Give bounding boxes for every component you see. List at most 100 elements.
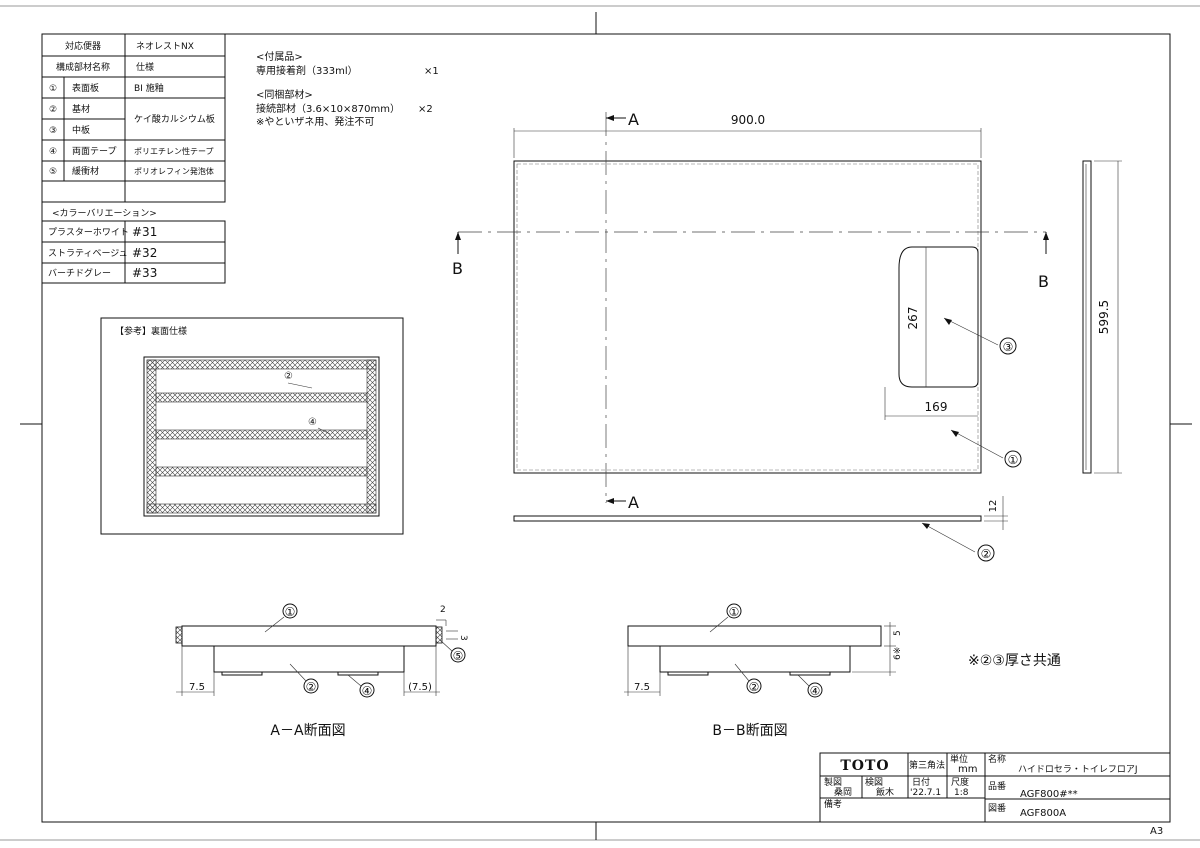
callout-aa-2: ② xyxy=(306,680,317,694)
common-thickness-note: ※②③厚さ共通 xyxy=(968,653,1061,669)
section-bb-title: B－B断面図 xyxy=(712,723,787,739)
projection-method: 第三角法 xyxy=(909,759,945,771)
tape-strip xyxy=(366,359,377,514)
dim-bb-6: 6※ xyxy=(893,647,903,660)
dim-aa-right: (7.5) xyxy=(408,682,432,693)
spec-row-spec: ポリエチレン性テープ xyxy=(134,146,214,156)
drawing-number: AGF800A xyxy=(1020,808,1066,819)
spec-row-num: ① xyxy=(49,84,57,94)
color-name: バーチドグレー xyxy=(48,267,111,279)
drawn-by: 桑岡 xyxy=(834,787,852,798)
notes-block: <付属品> 専用接着剤（333ml） ×1 <同梱部材> 接続部材（3.6×10… xyxy=(256,50,439,128)
spec-row-name: 基材 xyxy=(72,103,90,115)
callout-1-main: ① xyxy=(1008,453,1019,467)
callout-2-main: ② xyxy=(981,547,992,561)
section-b-right: B xyxy=(1038,272,1049,291)
color-variation-table: <カラーバリエーション> プラスターホワイト #31 ストラティベージュ #32… xyxy=(41,208,226,284)
spec-row-spec: ポリオレフィン発泡体 xyxy=(134,166,214,176)
tape-strip xyxy=(146,359,157,514)
name-label: 名称 xyxy=(988,753,1006,765)
bundled-title: <同梱部材> xyxy=(256,88,313,101)
spec-row-name: 緩衝材 xyxy=(72,165,99,177)
tape-strip xyxy=(155,429,368,440)
tape-strip xyxy=(155,466,368,477)
spec-row-name: 中板 xyxy=(72,124,90,136)
callout-bb-4: ④ xyxy=(810,684,821,698)
spec-row-num: ③ xyxy=(49,126,57,136)
part-label: 品番 xyxy=(988,780,1006,792)
dim-aa-top: 2 xyxy=(440,605,446,615)
callout-bb-1: ① xyxy=(729,605,740,619)
spec-table: 対応便器 ネオレストNX 構成部材名称 仕様 ① 表面板 BI 施釉 ② 基材 … xyxy=(41,33,226,203)
spec-merged-spec: ケイ酸カルシウム板 xyxy=(134,113,215,125)
spec-row-spec: BI 施釉 xyxy=(134,82,164,94)
color-code: #31 xyxy=(132,225,157,239)
edge-view xyxy=(513,515,982,522)
section-a-bottom: A xyxy=(628,493,639,512)
section-b-left: B xyxy=(452,259,463,278)
sheet-size: A3 xyxy=(1150,826,1163,837)
title-block: TOTO 第三角法 単位 mm 名称 ハイドロセラ・トイレフロアJ 製図 桑岡 … xyxy=(819,752,1171,823)
dim-bb-left: 7.5 xyxy=(634,682,650,693)
dim-cutout-height: 267 xyxy=(906,307,920,330)
spec-row1-value: ネオレストNX xyxy=(136,41,194,52)
dim-height: 599.5 xyxy=(1097,300,1111,334)
product-name: ハイドロセラ・トイレフロアJ xyxy=(1018,764,1137,775)
side-view xyxy=(1082,160,1092,474)
accessory-item: 専用接着剤（333ml） xyxy=(256,64,358,77)
scale-value: 1:8 xyxy=(954,788,969,798)
date-value: '22.7.1 xyxy=(910,788,941,798)
reference-back-view: 【参考】裏面仕様 ② ④ xyxy=(100,317,404,535)
unit-label: 単位 xyxy=(950,753,968,765)
checked-label: 検図 xyxy=(865,776,883,788)
color-variation-title: <カラーバリエーション> xyxy=(52,208,157,219)
spec-row1-label: 対応便器 xyxy=(65,40,101,52)
dim-cutout-width: 169 xyxy=(925,400,948,414)
spec-row-num: ⑤ xyxy=(49,167,57,177)
callout-aa-5: ⑤ xyxy=(453,649,464,663)
drawn-label: 製図 xyxy=(824,776,842,788)
color-code: #32 xyxy=(132,246,157,260)
checked-by: 飯木 xyxy=(876,786,894,798)
unit-value: mm xyxy=(958,764,977,775)
color-name: プラスターホワイト xyxy=(48,227,129,238)
spec-header-value: 仕様 xyxy=(136,61,154,73)
dim-width: 900.0 xyxy=(731,113,765,127)
dim-aa-side: 3 xyxy=(458,635,468,641)
drawing-no-label: 図番 xyxy=(988,802,1006,814)
section-aa-title: A－A断面図 xyxy=(270,723,345,739)
dim-aa-left: 7.5 xyxy=(189,682,205,693)
callout-bb-2: ② xyxy=(749,680,760,694)
color-code: #33 xyxy=(132,266,157,280)
spec-header-label: 構成部材名称 xyxy=(56,61,110,73)
scale-label: 尺度 xyxy=(951,776,969,788)
dim-thickness: 12 xyxy=(988,500,999,513)
callout-3: ③ xyxy=(1003,340,1014,354)
cushion-right xyxy=(435,626,443,644)
color-name: ストラティベージュ xyxy=(48,248,128,259)
reference-title: 【参考】裏面仕様 xyxy=(115,325,187,337)
section-bb-view: 7.5 5 6※ ① ② ④ B－B断面図 xyxy=(624,603,903,739)
tape-strip xyxy=(146,503,377,514)
section-aa-view: 7.5 (7.5) 2 3 ① ② ④ ⑤ A－A断面図 xyxy=(175,603,468,739)
reference-callout-4: ④ xyxy=(308,417,317,428)
accessory-title: <付属品> xyxy=(256,50,303,63)
reference-callout-2: ② xyxy=(284,371,293,382)
callout-aa-4: ④ xyxy=(362,684,373,698)
bundled-note: ※やといザネ用、発注不可 xyxy=(256,115,374,128)
accessory-qty: ×1 xyxy=(424,66,439,77)
spec-row-name: 両面テープ xyxy=(72,146,116,157)
drawing-frame xyxy=(41,33,1171,823)
dim-bb-5: 5 xyxy=(893,630,903,636)
tape-strip xyxy=(155,392,368,403)
cutout-shape xyxy=(898,246,979,388)
part-number: AGF800#** xyxy=(1020,789,1078,800)
toto-logo: TOTO xyxy=(840,758,889,774)
remarks-label: 備考 xyxy=(824,798,842,810)
main-plan-view: 900.0 A A B B 267 169 ③ ① xyxy=(452,110,1122,562)
callout-aa-1: ① xyxy=(285,605,296,619)
bundled-item: 接続部材（3.6×10×870mm） xyxy=(256,102,400,115)
cushion-left xyxy=(175,626,183,644)
bundled-qty: ×2 xyxy=(418,104,433,115)
